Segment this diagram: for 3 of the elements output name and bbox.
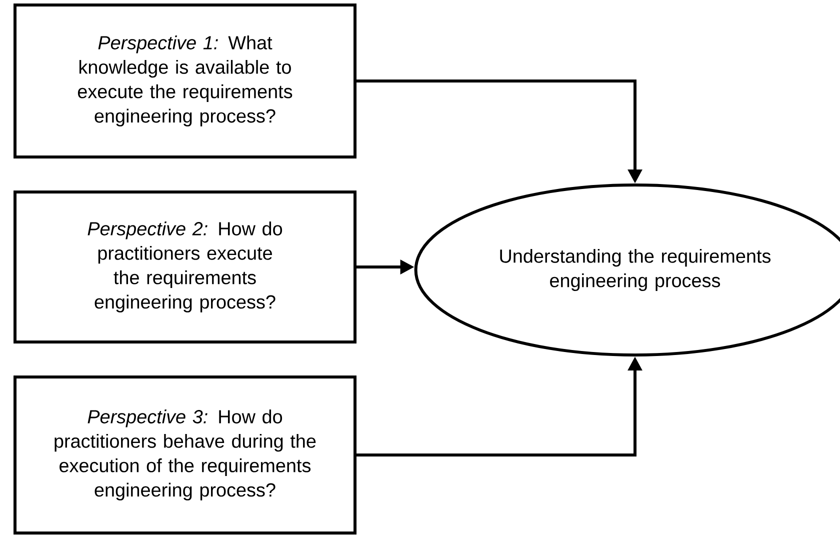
perspective-box: Perspective 2: How do practitioners execute the requirements engineering process? bbox=[14, 190, 356, 344]
perspective-box: Perspective 3: How do practitioners behave during the execution of the requirements engineering process? bbox=[14, 376, 356, 534]
perspective-box: Perspective 1: What knowledge is available to execute the requirements engineering process? bbox=[14, 4, 356, 158]
